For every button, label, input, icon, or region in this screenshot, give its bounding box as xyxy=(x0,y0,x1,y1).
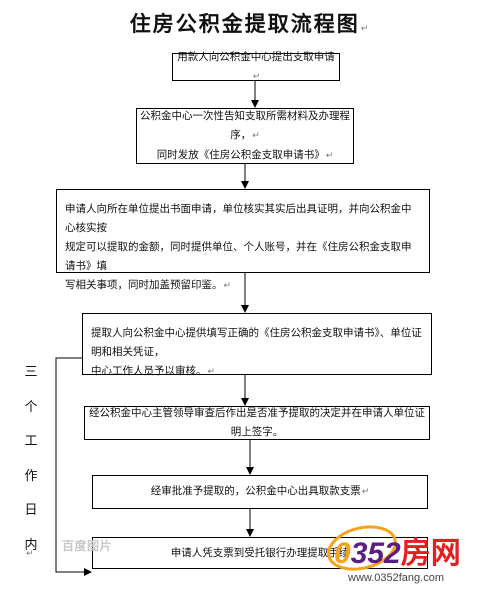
step-6-box: 经审批准予提取的，公积金中心出具取款支票↵ xyxy=(92,475,428,509)
logo-url: www.0352fang.com xyxy=(348,572,444,584)
step-line: 中心工作人员予以审核。↵ xyxy=(91,362,423,382)
step-line: 经公积金中心主管领导审查后作出是否准予提取的决定并在申请人单位证明上签字。 xyxy=(85,404,429,442)
side-char: 个 xyxy=(24,399,38,415)
step-line: 写相关事项，同时加盖预留印鉴。↵ xyxy=(65,276,421,296)
step-3-line-2: 规定可以提取的金额，同时提供单位、个人账号，并在《住房公积金支取申请书》填 xyxy=(65,241,412,272)
side-label-three-working-days: 三 个 工 作 日 内 xyxy=(22,356,40,563)
logo-digit-zero: 0 xyxy=(334,537,351,570)
step-line: 提取人向公积金中心提供填写正确的《住房公积金支取申请书》、单位证明和相关凭证， xyxy=(91,324,423,362)
step-4-box: 提取人向公积金中心提供填写正确的《住房公积金支取申请书》、单位证明和相关凭证， … xyxy=(82,313,432,377)
step-line: 同时发放《住房公积金支取申请书》↵ xyxy=(137,146,353,166)
paragraph-mark-icon: ↵ xyxy=(360,24,371,34)
site-logo: 0352房网 www.0352fang.com xyxy=(322,524,500,600)
step-5-line-1: 经公积金中心主管领导审查后作出是否准予提取的决定并在申请人单位证明上签字。 xyxy=(89,407,425,438)
side-char: 内 xyxy=(24,537,38,553)
step-2-line-2: 同时发放《住房公积金支取申请书》 xyxy=(156,148,325,161)
page-title: 住房公积金提取流程图↵ xyxy=(0,8,500,38)
paragraph-mark-icon: ↵ xyxy=(223,281,232,291)
logo-digits: 352 xyxy=(350,537,401,570)
step-5-box: 经公积金中心主管领导审查后作出是否准予提取的决定并在申请人单位证明上签字。 xyxy=(84,406,430,440)
paragraph-mark-icon: ↵ xyxy=(252,71,261,82)
step-6-line-1: 经审批准予提取的，公积金中心出具取款支票 xyxy=(150,485,361,497)
logo-chinese: 房网 xyxy=(400,537,461,570)
side-char: 日 xyxy=(24,503,38,518)
paragraph-mark-icon: ↵ xyxy=(252,130,260,141)
logo-wordmark: 0352房网 xyxy=(334,528,461,572)
step-3-box: 申请人向所在单位提出书面申请，单位核实其实后出具证明，并向公积金中心核实按 规定… xyxy=(56,189,430,291)
step-2-line-1: 公积金中心一次性告知支取所需材料及办理程序， xyxy=(140,109,350,141)
step-3-line-3: 写相关事项，同时加盖预留印鉴。 xyxy=(65,279,223,291)
logo-swoosh-icon xyxy=(327,525,397,571)
step-3-line-1: 申请人向所在单位提出书面申请，单位核实其实后出具证明，并向公积金中心核实按 xyxy=(65,203,412,234)
step-4-line-2: 中心工作人员予以审核。 xyxy=(91,365,207,377)
step-1-line-1: 用款人向公积金中心提出支取申请 xyxy=(177,50,335,63)
step-line: 申请人凭支票到受托银行办理提取手续 xyxy=(93,544,427,563)
side-char: 工 xyxy=(24,434,38,449)
title-text: 住房公积金提取流程图 xyxy=(129,12,360,36)
paragraph-mark-icon: ↵ xyxy=(325,150,334,161)
step-4-line-1: 提取人向公积金中心提供填写正确的《住房公积金支取申请书》、单位证明和相关凭证， xyxy=(91,327,422,358)
step-7-box: 申请人凭支票到受托银行办理提取手续 xyxy=(92,537,428,569)
step-line: 申请人向所在单位提出书面申请，单位核实其实后出具证明，并向公积金中心核实按 xyxy=(65,200,421,238)
step-line: 公积金中心一次性告知支取所需材料及办理程序，↵ xyxy=(137,107,353,146)
watermark-baidu: 百度图片 xyxy=(62,539,113,553)
side-char: 三 xyxy=(24,365,38,380)
step-line: 规定可以提取的金额，同时提供单位、个人账号，并在《住房公积金支取申请书》填 xyxy=(65,238,421,276)
step-2-box: 公积金中心一次性告知支取所需材料及办理程序，↵ 同时发放《住房公积金支取申请书》… xyxy=(136,108,354,164)
step-line: 用款人向公积金中心提出支取申请 ↵ xyxy=(173,48,339,87)
paragraph-mark-icon: ↵ xyxy=(361,487,370,497)
paragraph-mark-icon: ↵ xyxy=(26,549,34,559)
step-line: 经审批准予提取的，公积金中心出具取款支票↵ xyxy=(93,482,427,502)
side-char: 作 xyxy=(24,468,38,484)
paragraph-mark-icon: ↵ xyxy=(207,367,216,377)
step-7-line-1: 申请人凭支票到受托银行办理提取手续 xyxy=(170,546,350,559)
step-1-box: 用款人向公积金中心提出支取申请 ↵ xyxy=(172,51,340,82)
